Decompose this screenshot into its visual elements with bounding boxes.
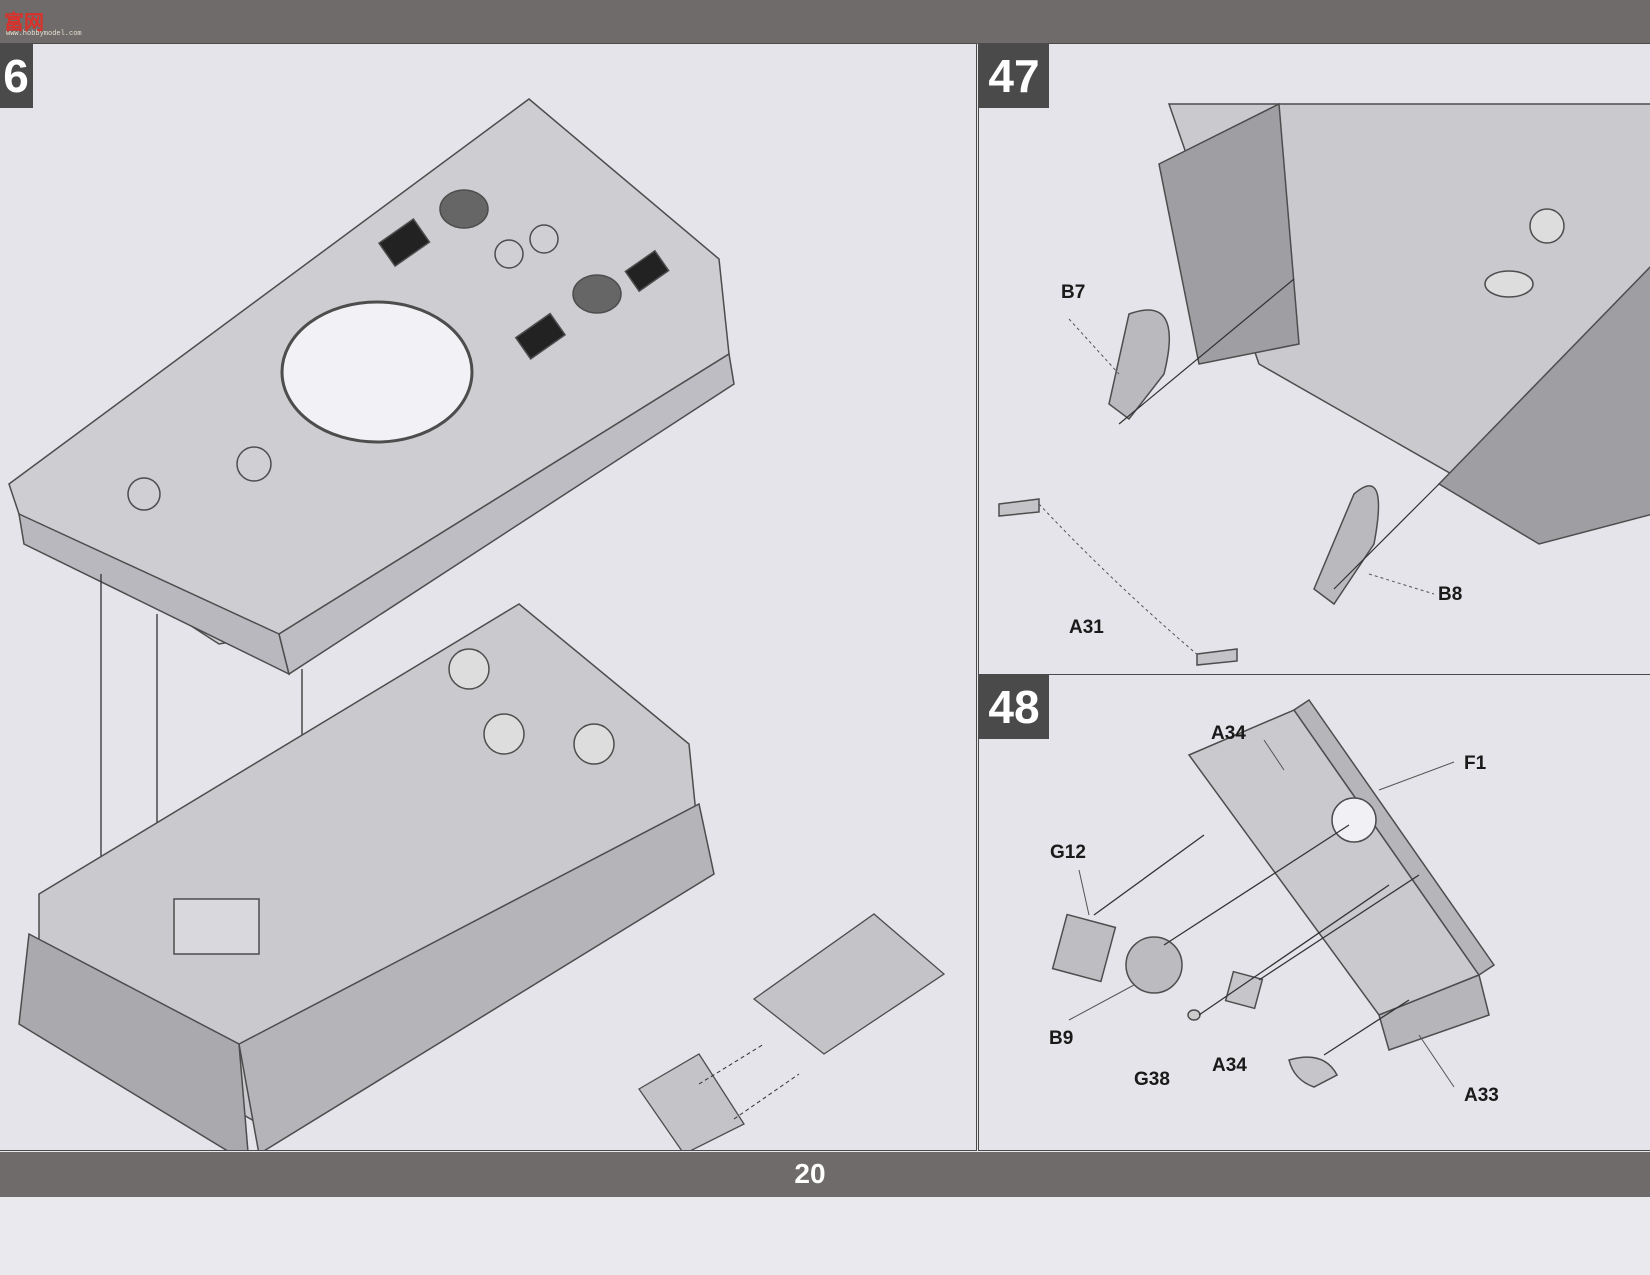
b7-guide-line (1118, 278, 1295, 425)
label-b7: B7 (1061, 282, 1086, 303)
part-a33 (1288, 1056, 1339, 1088)
watermark-logo-url: www.hobbymodel.com (6, 30, 82, 38)
label-a34-bottom: A34 (1212, 1055, 1247, 1076)
track-link-small (638, 1053, 745, 1150)
upper-hull-side-plate (278, 352, 735, 676)
a33-leader (1418, 1034, 1455, 1088)
hull-cover-2 (1484, 270, 1534, 298)
g38-guide (1198, 884, 1390, 1016)
step-47-panel: 47 B7 B8 A (978, 43, 1650, 675)
top-scan-border: 富网 www.hobbymodel.com (0, 0, 1650, 44)
g12-guide (1093, 834, 1205, 916)
track-right-rear (1437, 266, 1650, 545)
engine-cap-2 (529, 224, 559, 254)
b9-guide (1163, 824, 1350, 946)
label-a33: A33 (1464, 1085, 1499, 1106)
track-left-front (18, 932, 249, 1150)
label-g38: G38 (1134, 1069, 1170, 1090)
turret-ring-opening (280, 300, 474, 444)
label-b8: B8 (1438, 584, 1463, 605)
watermark-logo-text: 富网 (4, 12, 44, 34)
a33-guide (1323, 999, 1410, 1056)
b8-leader (1368, 573, 1435, 595)
page-footer-bar: 20 (0, 1152, 1650, 1197)
part-b9 (1125, 936, 1183, 994)
label-a34-top: A34 (1211, 723, 1246, 744)
part-g38 (1187, 1009, 1201, 1021)
part-a31-left (998, 498, 1040, 517)
front-lamp (127, 477, 161, 511)
vent-3 (514, 312, 567, 360)
step-48-number: 48 (979, 675, 1049, 739)
vent-1 (377, 218, 431, 268)
label-f1: F1 (1464, 753, 1487, 774)
track-link-guide-2 (733, 1073, 800, 1120)
g12-leader (1078, 869, 1090, 916)
watermark-logo: 富网 www.hobbymodel.com (4, 6, 94, 38)
plate-opening (1331, 797, 1377, 843)
step-6-panel: 6 (0, 43, 977, 1151)
step-47-number: 47 (979, 44, 1049, 108)
b9-leader (1068, 984, 1135, 1021)
hull-cover-1 (1529, 208, 1565, 244)
hatch-dome (236, 446, 272, 482)
a31-leader (1038, 503, 1200, 657)
a34-guide (1258, 874, 1420, 981)
engine-grille-right (572, 274, 622, 314)
wheel-detail-3 (573, 723, 615, 765)
a34-top-leader (1263, 739, 1285, 771)
label-a31: A31 (1069, 617, 1104, 638)
label-b9: B9 (1049, 1028, 1074, 1049)
track-left-rear (1158, 102, 1300, 365)
wheel-detail-2 (483, 713, 525, 755)
rear-plate-edge (1292, 698, 1496, 977)
instruction-page: 6 (0, 43, 1650, 1152)
part-g12 (1051, 913, 1117, 983)
wheel-detail-1 (448, 648, 490, 690)
step-47-illustration (998, 102, 1650, 666)
step-48-illustration (1051, 698, 1496, 1088)
step-6-illustration (8, 98, 946, 1150)
rear-plate-lower (1378, 973, 1490, 1051)
b8-guide-line (1333, 483, 1440, 590)
track-right-run (238, 802, 715, 1150)
engine-cap-1 (494, 239, 524, 269)
label-g12: G12 (1050, 842, 1086, 863)
track-link-large (752, 913, 946, 1055)
f1-leader (1378, 761, 1455, 791)
step-48-panel: 48 (978, 674, 1650, 1151)
part-b8 (1313, 485, 1380, 606)
part-a31-right (1196, 648, 1238, 666)
part-b7 (1108, 309, 1171, 421)
b7-leader (1068, 318, 1120, 375)
engine-block (173, 898, 260, 955)
vent-2 (624, 249, 670, 293)
engine-grille-left (439, 189, 489, 229)
part-a34-bottom (1224, 970, 1264, 1010)
page-number: 20 (794, 1158, 826, 1189)
track-link-guide-1 (698, 1043, 765, 1085)
bottom-scan-margin (0, 1197, 1650, 1275)
step-6-number: 6 (0, 44, 33, 108)
